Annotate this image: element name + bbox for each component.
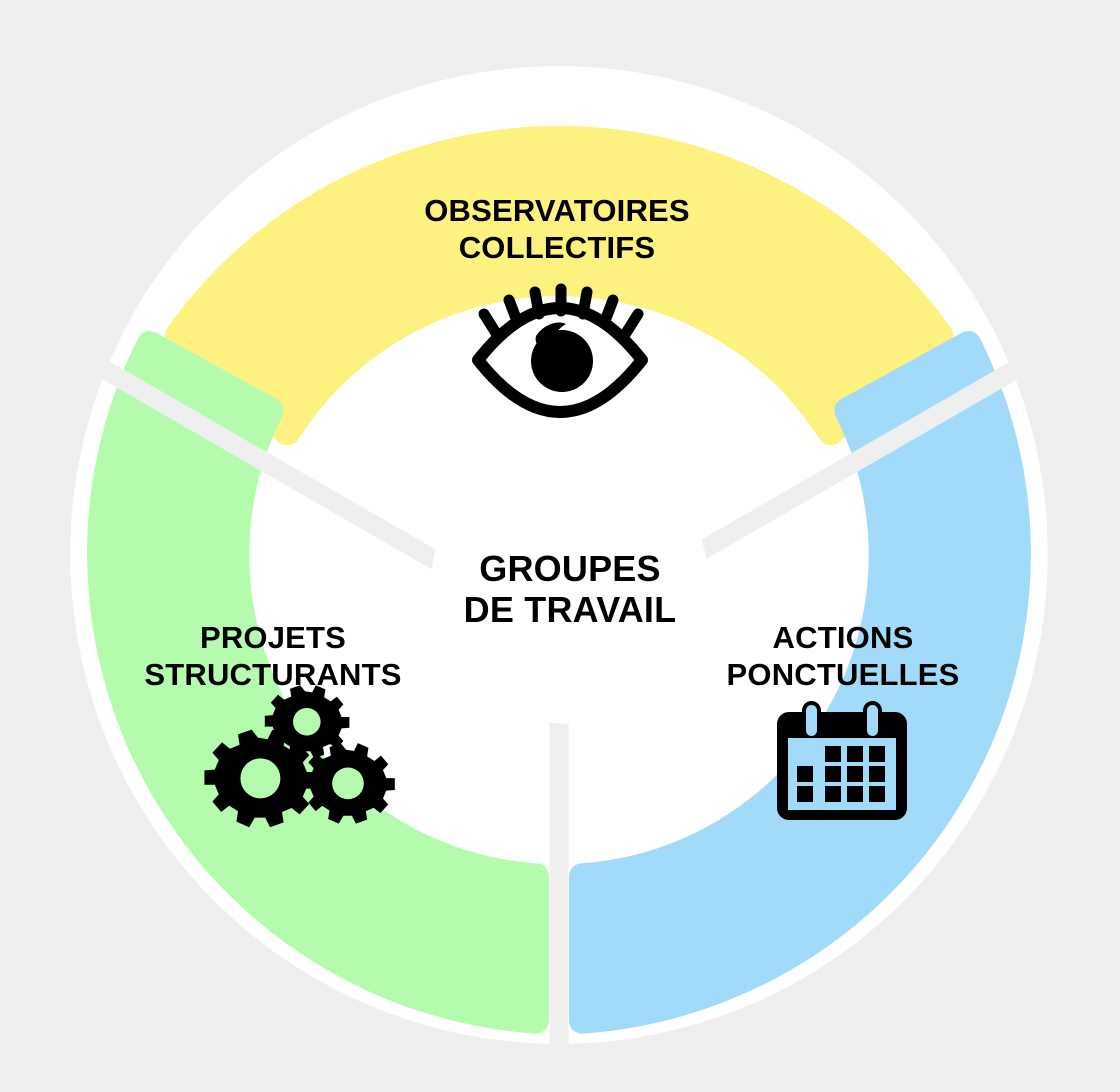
segment-left-shape[interactable] <box>87 331 549 1034</box>
calendar-ring-hole-right <box>867 705 878 736</box>
center-label-line1: GROUPES <box>479 548 660 589</box>
gear-right <box>301 743 395 824</box>
gears-icon <box>204 685 395 828</box>
gear-top <box>264 685 350 759</box>
eye-icon <box>472 283 648 418</box>
eye-highlight <box>535 322 566 349</box>
center-hub-circle[interactable] <box>431 446 709 724</box>
segment-observatoires-collectifs[interactable] <box>164 125 954 446</box>
calendar-dates <box>797 746 885 802</box>
segment-gaps <box>95 358 1025 1092</box>
segment-left-label-line2: STRUCTURANTS <box>144 657 401 692</box>
gap-bottom <box>549 700 569 1092</box>
calendar-icon <box>777 701 907 820</box>
gap-upper-left <box>95 358 443 570</box>
segment-top-label-line2: COLLECTIFS <box>459 230 656 265</box>
segment-projets-structurants[interactable] <box>87 331 549 1034</box>
segment-top-shape[interactable] <box>164 125 954 446</box>
gear-left <box>204 729 318 828</box>
eye-outline <box>472 302 648 418</box>
segment-left-label-line1: PROJETS <box>200 620 346 655</box>
calendar-ring-hole-left <box>806 705 817 736</box>
segment-top-label-line1: OBSERVATOIRES <box>424 193 690 228</box>
gap-upper-right <box>677 358 1025 570</box>
segment-right-label-line1: ACTIONS <box>773 620 914 655</box>
segment-right-label-line2: PONCTUELLES <box>727 657 960 692</box>
center-label-line2: DE TRAVAIL <box>464 589 677 630</box>
